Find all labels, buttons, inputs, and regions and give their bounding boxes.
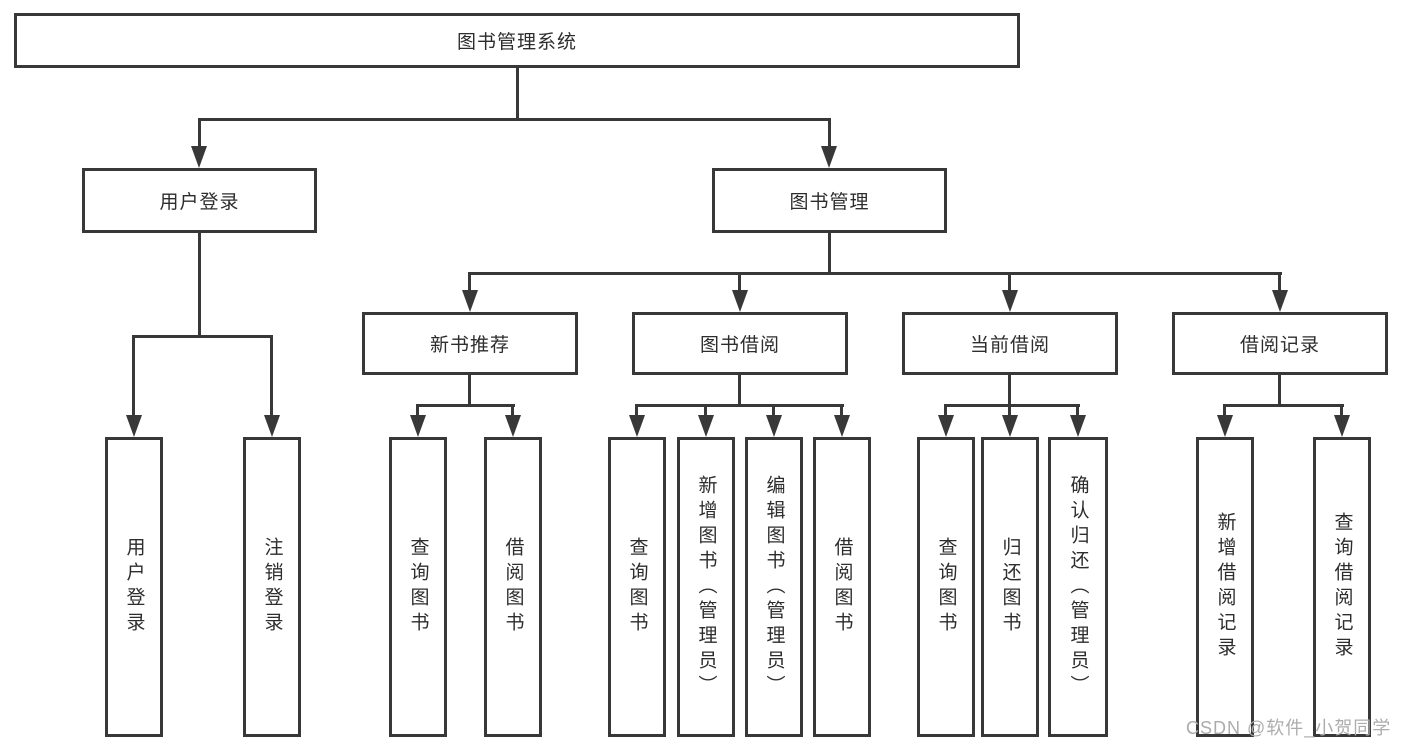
leaf-query-books-newbook: 查询图书 — [389, 437, 447, 737]
connector-line — [1076, 404, 1079, 417]
connector-line — [468, 375, 471, 404]
leaf-return-book: 归还图书 — [981, 437, 1039, 737]
connector-line — [828, 233, 831, 272]
arrow-down-icon — [264, 415, 280, 437]
leaf-edit-book-admin: 编辑图书（管理员） — [745, 437, 803, 737]
connector-line — [1223, 404, 1344, 407]
leaf-borrow-books-newbook: 借阅图书 — [484, 437, 542, 737]
arrow-down-icon — [834, 415, 850, 437]
leaf-query-books-current: 查询图书 — [917, 437, 975, 737]
connector-line — [944, 404, 1080, 407]
leaf-add-borrow-record: 新增借阅记录 — [1196, 437, 1254, 737]
connector-line — [511, 404, 514, 417]
leaf-query-borrow-record: 查询借阅记录 — [1313, 437, 1371, 737]
arrow-down-icon — [462, 290, 478, 312]
arrow-down-icon — [766, 415, 782, 437]
connector-line — [416, 404, 515, 407]
connector-line — [828, 118, 831, 148]
connector-line — [635, 404, 638, 417]
connector-line — [635, 404, 844, 407]
connector-line — [468, 272, 471, 292]
arrow-down-icon — [698, 415, 714, 437]
connector-line — [132, 335, 273, 338]
arrow-down-icon — [1272, 290, 1288, 312]
connector-line — [1008, 375, 1011, 404]
connector-line — [416, 404, 419, 417]
leaf-user-login: 用户登录 — [105, 437, 163, 737]
connector-line — [1008, 272, 1011, 292]
connector-line — [840, 404, 843, 417]
arrow-down-icon — [1217, 415, 1233, 437]
connector-line — [198, 233, 201, 335]
arrow-down-icon — [1002, 415, 1018, 437]
arrow-down-icon — [1070, 415, 1086, 437]
arrow-down-icon — [821, 146, 837, 168]
watermark: CSDN @软件_小贺同学 — [1186, 718, 1392, 738]
leaf-borrow-books-borrow: 借阅图书 — [813, 437, 871, 737]
leaf-query-books-borrow: 查询图书 — [608, 437, 666, 737]
arrow-down-icon — [1002, 290, 1018, 312]
node-library-system: 图书管理系统 — [14, 13, 1020, 68]
connector-line — [738, 375, 741, 404]
node-user-login: 用户登录 — [82, 168, 317, 233]
connector-line — [738, 272, 741, 292]
node-current-borrow: 当前借阅 — [902, 312, 1118, 375]
connector-line — [198, 118, 831, 121]
arrow-down-icon — [1334, 415, 1350, 437]
arrow-down-icon — [410, 415, 426, 437]
connector-line — [944, 404, 947, 417]
connector-line — [468, 272, 1282, 275]
arrow-down-icon — [732, 290, 748, 312]
connector-line — [132, 335, 135, 417]
connector-line — [1340, 404, 1343, 417]
connector-line — [516, 68, 519, 118]
leaf-add-book-admin: 新增图书（管理员） — [677, 437, 735, 737]
node-new-book-recommend: 新书推荐 — [362, 312, 578, 375]
connector-line — [1278, 272, 1281, 292]
connector-line — [270, 335, 273, 417]
node-book-management: 图书管理 — [712, 168, 947, 233]
connector-line — [772, 404, 775, 417]
leaf-confirm-return-admin: 确认归还（管理员） — [1048, 437, 1108, 737]
arrow-down-icon — [126, 415, 142, 437]
node-book-borrow: 图书借阅 — [632, 312, 848, 375]
arrow-down-icon — [505, 415, 521, 437]
connector-line — [1008, 404, 1011, 417]
node-borrow-records: 借阅记录 — [1172, 312, 1388, 375]
connector-line — [1223, 404, 1226, 417]
arrow-down-icon — [629, 415, 645, 437]
arrow-down-icon — [938, 415, 954, 437]
connector-line — [704, 404, 707, 417]
connector-line — [198, 118, 201, 148]
connector-line — [1278, 375, 1281, 404]
leaf-logout: 注销登录 — [243, 437, 301, 737]
arrow-down-icon — [191, 146, 207, 168]
